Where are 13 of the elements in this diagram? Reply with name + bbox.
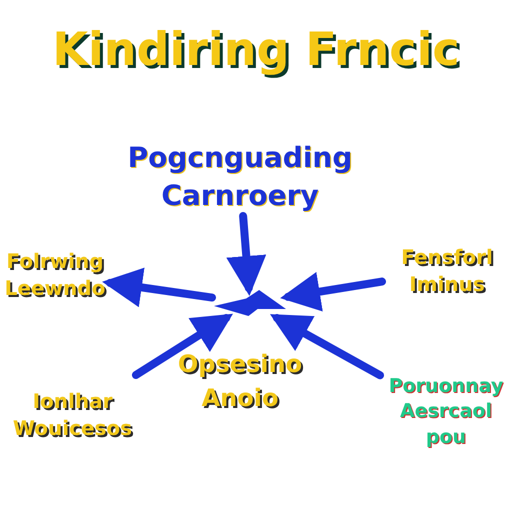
node-text: Pogcnguading Carnroery [126,140,354,214]
node-text: Fensforl Iminus [400,244,494,298]
node-text: Ionlhar Wouicesos [12,388,134,442]
arrow [132,314,233,379]
arrow [280,272,386,312]
arrowhead-shape [214,290,286,316]
arrow [226,212,266,296]
arrow [102,268,216,308]
title: Kindiring Frncic [51,22,461,76]
node-text: Poruonnay Aesrcaol pou [388,374,504,450]
node-text: Folrwing Leewndo [4,248,106,302]
center-text: Opsesino Anoio [176,349,304,414]
arrow [270,314,384,380]
